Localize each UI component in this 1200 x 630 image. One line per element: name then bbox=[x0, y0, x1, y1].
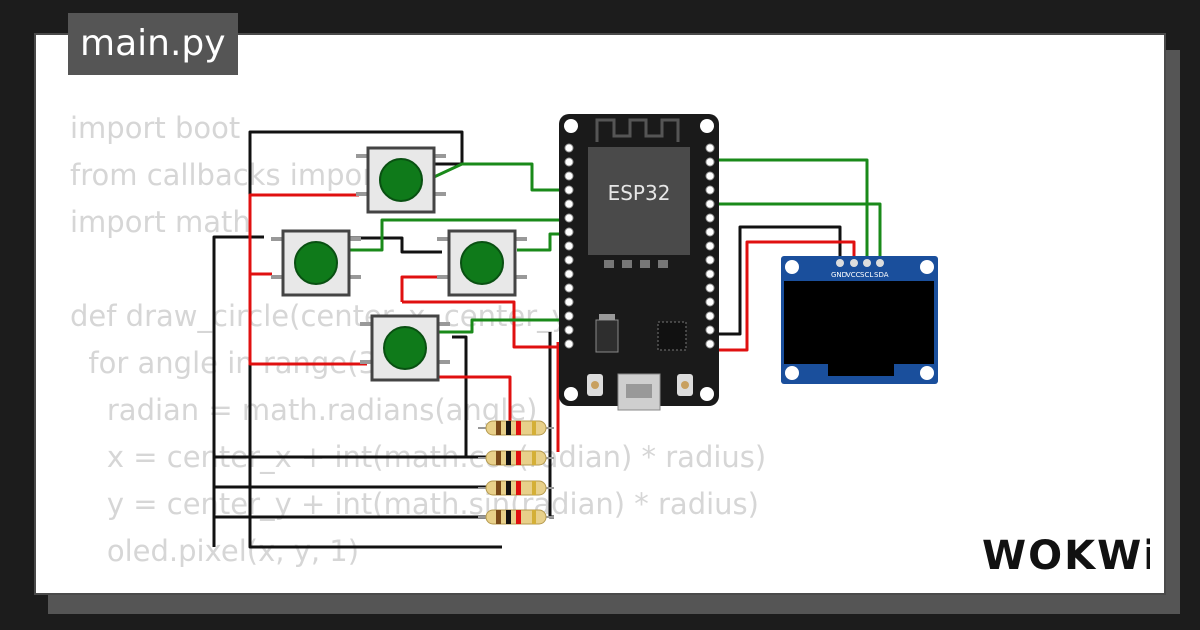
right-header-pins bbox=[705, 143, 715, 349]
wire-green bbox=[347, 218, 572, 252]
wire-black bbox=[548, 332, 554, 519]
project-card: import boot from callbacks import import… bbox=[34, 33, 1166, 595]
circuit-diagram: ESP32 bbox=[212, 114, 938, 549]
push-button-2[interactable] bbox=[271, 229, 361, 297]
wokwi-logo: WOKWi bbox=[982, 533, 1150, 577]
code-line: import math bbox=[70, 205, 251, 239]
wire-black bbox=[248, 130, 502, 549]
code-line: y = center_y + int(math.sin(radian) * ra… bbox=[70, 487, 759, 521]
code-line: oled.pixel(x, y, 1) bbox=[70, 534, 360, 568]
wire-red bbox=[402, 300, 572, 349]
wire-green bbox=[708, 158, 869, 264]
oled-pin-label: SDA bbox=[874, 271, 889, 279]
logo-text: WOKWi bbox=[982, 533, 1150, 577]
wire-black bbox=[212, 235, 264, 547]
push-button-3[interactable] bbox=[437, 229, 527, 297]
resistor[interactable] bbox=[478, 480, 554, 496]
resistor[interactable] bbox=[478, 450, 554, 466]
oled-screen bbox=[784, 281, 934, 364]
resistor[interactable] bbox=[478, 420, 554, 436]
oled-pin-label: GND bbox=[831, 271, 847, 279]
wire-red bbox=[400, 275, 450, 302]
antenna-trace bbox=[595, 118, 680, 142]
wire-red bbox=[707, 240, 856, 352]
code-preview: import boot from callbacks import import… bbox=[70, 105, 766, 575]
voltage-regulator bbox=[595, 319, 619, 353]
wire-black bbox=[702, 225, 842, 336]
esp32-board[interactable]: ESP32 bbox=[559, 114, 719, 411]
button-cap bbox=[460, 241, 504, 285]
oled-pin-label: SCL bbox=[860, 271, 873, 279]
esp32-chip bbox=[588, 147, 690, 255]
wire-green bbox=[434, 318, 572, 334]
button-cap bbox=[379, 158, 423, 202]
usb-chip bbox=[657, 321, 687, 351]
wire-red bbox=[248, 193, 367, 366]
code-line: import boot bbox=[70, 111, 241, 145]
oled-display[interactable]: GND VCC SCL SDA bbox=[781, 256, 938, 384]
wire-black bbox=[452, 335, 468, 457]
wire-green bbox=[708, 202, 882, 264]
code-line: radian = math.radians(angle) bbox=[70, 393, 538, 427]
wire-black bbox=[347, 236, 442, 254]
wires bbox=[212, 130, 882, 549]
file-name-tab[interactable]: main.py bbox=[68, 13, 238, 75]
wire-green bbox=[433, 162, 572, 192]
oled-pin-label: VCC bbox=[846, 271, 861, 279]
button-cap bbox=[383, 326, 427, 370]
left-header-pins bbox=[564, 143, 574, 349]
resistor[interactable] bbox=[478, 509, 554, 525]
push-button-1[interactable] bbox=[356, 146, 446, 214]
button-cap bbox=[294, 241, 338, 285]
push-button-4[interactable] bbox=[360, 314, 450, 382]
chip-label: ESP32 bbox=[608, 181, 671, 205]
